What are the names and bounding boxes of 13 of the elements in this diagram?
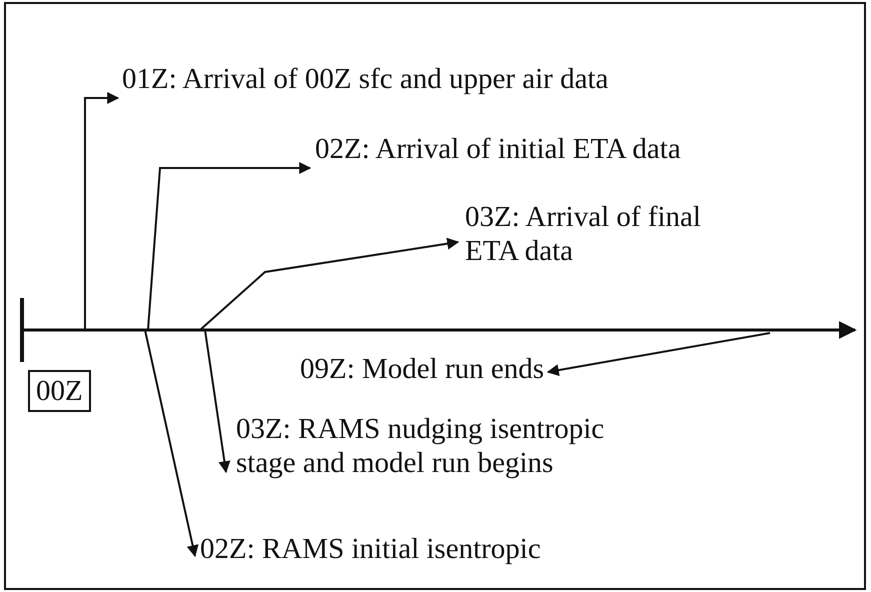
arrow: [204, 330, 230, 474]
time-box: 00Z: [28, 370, 91, 412]
event-label: 03Z: RAMS nudging isentropic stage and model run begins: [236, 412, 656, 480]
arrow: [147, 162, 312, 330]
arrow: [546, 332, 770, 376]
arrow: [84, 92, 120, 330]
arrow: [199, 238, 460, 331]
event-label: 03Z: Arrival of final ETA data: [465, 200, 755, 268]
event-label: 02Z: RAMS initial isentropic: [200, 532, 680, 566]
event-label: 02Z: Arrival of initial ETA data: [315, 132, 855, 166]
event-label: 09Z: Model run ends: [300, 352, 544, 386]
event-label: 01Z: Arrival of 00Z sfc and upper air data: [122, 62, 842, 96]
arrow: [144, 330, 199, 558]
